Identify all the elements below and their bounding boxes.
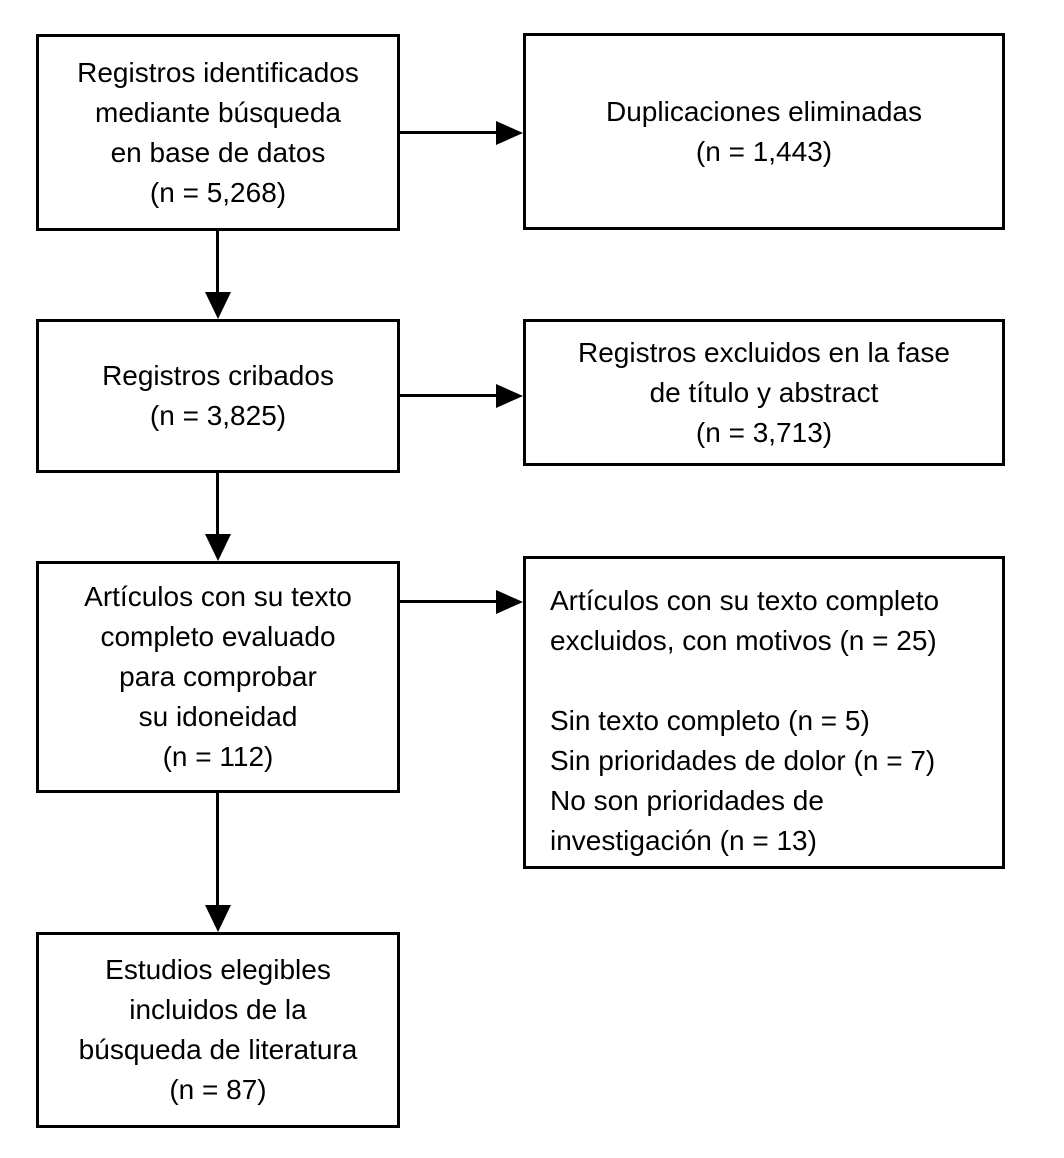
node-count: (n = 87) <box>169 1074 267 1105</box>
node-text-line: mediante búsqueda <box>95 96 341 128</box>
node-text-line: excluidos, con motivos (n = 25) <box>550 625 937 656</box>
node-text-line: No son prioridades de <box>550 785 824 816</box>
arrow-line <box>216 793 219 908</box>
node-count: (n = 3,713) <box>695 416 833 448</box>
node-articulos-texto-completo-evaluado: Artículos con su texto completo evaluado… <box>36 561 400 793</box>
node-text-line <box>550 661 558 701</box>
node-articulos-texto-completo-excluidos: Artículos con su texto completo excluido… <box>523 556 1005 869</box>
node-text-line: búsqueda de literatura <box>78 1034 358 1065</box>
node-text-line: Sin texto completo (n = 5) <box>550 705 870 736</box>
node-text-line: Duplicaciones eliminadas <box>606 95 922 127</box>
arrow-head-icon <box>205 292 231 319</box>
arrow-line <box>216 473 219 537</box>
node-text-line: Estudios elegibles <box>105 954 331 985</box>
arrow-head-icon <box>205 534 231 561</box>
node-registros-cribados: Registros cribados (n = 3,825) <box>36 319 400 473</box>
node-registros-identificados: Registros identificados mediante búsqued… <box>36 34 400 231</box>
node-count: (n = 5,268) <box>149 176 287 208</box>
node-text-line: Registros excluidos en la fase <box>578 336 950 368</box>
node-duplicaciones-eliminadas: Duplicaciones eliminadas (n = 1,443) <box>523 33 1005 230</box>
node-text-line: en base de datos <box>110 136 326 168</box>
node-text-line: Sin prioridades de dolor (n = 7) <box>550 745 936 776</box>
node-estudios-elegibles-incluidos: Estudios elegibles incluidos de la búsqu… <box>36 932 400 1128</box>
node-count: (n = 3,825) <box>149 400 287 431</box>
arrow-head-icon <box>205 905 231 932</box>
arrow-head-icon <box>496 590 523 614</box>
node-text-line: de título y abstract <box>649 376 879 408</box>
node-text-line: completo evaluado <box>100 621 336 652</box>
node-count: (n = 1,443) <box>695 135 833 167</box>
arrow-line <box>400 600 499 603</box>
node-text-line: Registros cribados <box>102 360 334 391</box>
node-text-line: para comprobar <box>119 661 317 692</box>
arrow-line <box>216 231 219 295</box>
arrow-head-icon <box>496 121 523 145</box>
node-count: (n = 112) <box>162 741 274 772</box>
arrow-line <box>400 131 499 134</box>
node-text-line: Artículos con su texto completo <box>550 585 940 616</box>
node-text-line: Registros identificados <box>77 56 359 88</box>
node-text-line: su idoneidad <box>138 701 298 732</box>
node-text-line: incluidos de la <box>129 994 307 1025</box>
arrow-head-icon <box>496 384 523 408</box>
node-registros-excluidos-titulo-abstract: Registros excluidos en la fase de título… <box>523 319 1005 466</box>
node-text-line: investigación (n = 13) <box>550 825 817 856</box>
node-text-line: Artículos con su texto <box>84 581 352 612</box>
arrow-line <box>400 394 499 397</box>
